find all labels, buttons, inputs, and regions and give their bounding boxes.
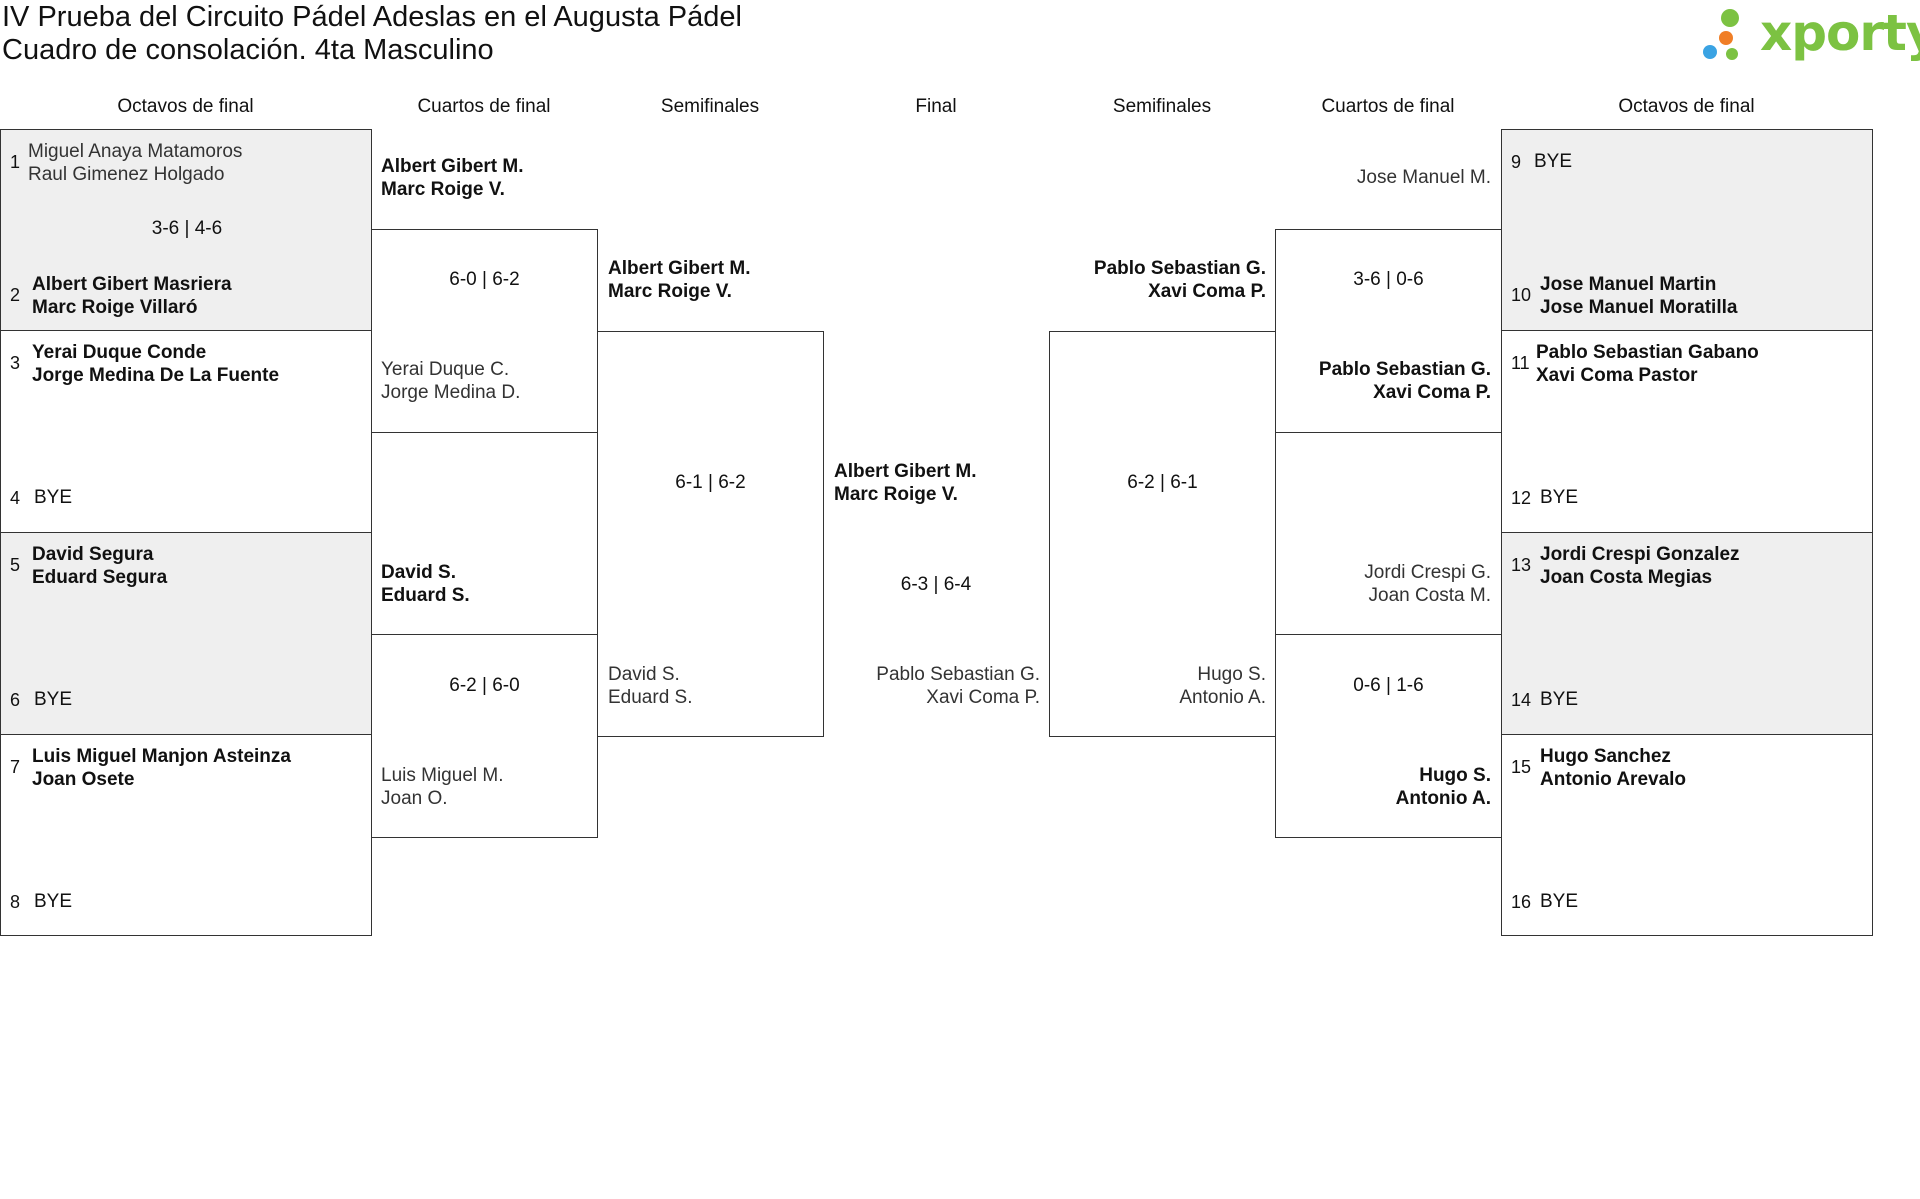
team-player-name: Hugo S. bbox=[1197, 664, 1266, 685]
team-player-name: BYE bbox=[1540, 689, 1579, 710]
col-header-left-r16: Octavos de final bbox=[117, 96, 254, 117]
match-score: 6-0 | 6-2 bbox=[449, 269, 520, 290]
team-player-name: Jordi Crespi Gonzalez bbox=[1540, 544, 1740, 565]
match-box-left-r16-2: 3 Yerai Duque Conde Jorge Medina De La F… bbox=[0, 330, 372, 533]
team-player-name: David Segura bbox=[32, 544, 154, 565]
team-player-name: Marc Roige V. bbox=[608, 281, 732, 302]
page-subtitle: Cuadro de consolación. 4ta Masculino bbox=[2, 34, 494, 66]
match-box-right-sf bbox=[1049, 331, 1276, 737]
logo-dots-icon bbox=[1703, 9, 1739, 60]
team-player-name: Albert Gibert M. bbox=[381, 156, 524, 177]
seed-number: 2 bbox=[10, 285, 21, 305]
match-box-left-r16-3: 5 David Segura Eduard Segura 6 BYE bbox=[0, 532, 372, 735]
team-player-name: Jose Manuel Moratilla bbox=[1540, 297, 1738, 318]
team-player-name: Antonio A. bbox=[1179, 687, 1266, 708]
col-header-left-qf: Cuartos de final bbox=[417, 96, 551, 117]
match-score: 6-2 | 6-0 bbox=[449, 675, 520, 696]
team-player-name: Jordi Crespi G. bbox=[1364, 562, 1491, 583]
team-player-name: Yerai Duque Conde bbox=[32, 342, 207, 363]
team-player-name: Xavi Coma Pastor bbox=[1536, 365, 1698, 386]
col-header-final: Final bbox=[915, 96, 957, 117]
team-player-name: Hugo Sanchez bbox=[1540, 746, 1671, 767]
team-player-name: Joan O. bbox=[381, 788, 448, 809]
seed-number: 8 bbox=[10, 892, 21, 912]
team-player-name: Hugo S. bbox=[1419, 765, 1491, 786]
match-box-left-r16-1: 1 Miguel Anaya Matamoros Raul Gimenez Ho… bbox=[0, 129, 372, 331]
seed-number: 1 bbox=[10, 152, 21, 172]
team-player-name: BYE bbox=[34, 891, 73, 912]
match-box-right-r16-3: 13 Jordi Crespi Gonzalez Joan Costa Megi… bbox=[1501, 532, 1873, 735]
match-score: 0-6 | 1-6 bbox=[1353, 675, 1424, 696]
seed-number: 13 bbox=[1511, 555, 1532, 575]
seed-number: 14 bbox=[1511, 690, 1532, 710]
team-player-name: BYE bbox=[1540, 891, 1579, 912]
team-player-name: Pablo Sebastian Gabano bbox=[1536, 342, 1759, 363]
seed-number: 7 bbox=[10, 757, 21, 777]
team-player-name: Marc Roige Villaró bbox=[32, 297, 198, 318]
xporty-logo[interactable]: xporty bbox=[1698, 2, 1920, 68]
seed-number: 12 bbox=[1511, 488, 1532, 508]
col-header-right-r16: Octavos de final bbox=[1618, 96, 1755, 117]
team-player-name: Eduard Segura bbox=[32, 567, 168, 588]
seed-number: 16 bbox=[1511, 892, 1532, 912]
match-box-right-r16-4: 15 Hugo Sanchez Antonio Arevalo 16 BYE bbox=[1501, 734, 1873, 936]
team-player-name: Xavi Coma P. bbox=[1373, 382, 1491, 403]
team-player-name: Eduard S. bbox=[381, 585, 470, 606]
team-player-name: Albert Gibert Masriera bbox=[32, 274, 232, 295]
team-player-name: Antonio Arevalo bbox=[1540, 769, 1687, 790]
team-player-name: Antonio A. bbox=[1395, 788, 1491, 809]
seed-number: 6 bbox=[10, 690, 21, 710]
page-title: IV Prueba del Circuito Pádel Adeslas en … bbox=[2, 1, 742, 33]
team-player-name: Xavi Coma P. bbox=[1148, 281, 1266, 302]
final-score: 6-3 | 6-4 bbox=[900, 574, 972, 595]
team-player-name: Jorge Medina De La Fuente bbox=[32, 365, 280, 386]
seed-number: 5 bbox=[10, 555, 21, 575]
match-box-left-sf bbox=[597, 331, 824, 737]
team-player-name: BYE bbox=[34, 487, 73, 508]
team-player-name: Joan Costa Megias bbox=[1540, 567, 1713, 588]
team-player-name: Joan Osete bbox=[32, 769, 135, 790]
team-player-name: Pablo Sebastian G. bbox=[876, 664, 1040, 685]
match-score: 6-1 | 6-2 bbox=[675, 472, 746, 493]
team-player-name: Xavi Coma P. bbox=[926, 687, 1040, 708]
team-player-name: Pablo Sebastian G. bbox=[1318, 359, 1491, 380]
seed-number: 15 bbox=[1511, 757, 1532, 777]
champion-name: Albert Gibert M. bbox=[834, 461, 977, 482]
team-player-name: BYE bbox=[1540, 487, 1579, 508]
team-player-name: David S. bbox=[381, 562, 456, 583]
seed-number: 4 bbox=[10, 488, 21, 508]
team-player-name: Pablo Sebastian G. bbox=[1093, 258, 1266, 279]
team-player-name: Miguel Anaya Matamoros bbox=[28, 141, 243, 162]
col-header-right-qf: Cuartos de final bbox=[1321, 96, 1455, 117]
team-player-name: Albert Gibert M. bbox=[608, 258, 751, 279]
match-score: 3-6 | 4-6 bbox=[151, 218, 223, 239]
seed-number: 11 bbox=[1511, 353, 1530, 373]
team-player-name: Luis Miguel M. bbox=[381, 765, 504, 786]
match-score: 6-2 | 6-1 bbox=[1127, 472, 1198, 493]
seed-number: 3 bbox=[10, 353, 21, 373]
team-player-name: BYE bbox=[34, 689, 73, 710]
col-header-right-sf: Semifinales bbox=[1112, 96, 1212, 117]
team-player-name: Marc Roige V. bbox=[381, 179, 505, 200]
match-score: 3-6 | 0-6 bbox=[1353, 269, 1424, 290]
seed-number: 10 bbox=[1511, 285, 1532, 305]
team-player-name: Jorge Medina D. bbox=[381, 382, 521, 403]
logo-text: xporty bbox=[1760, 4, 1920, 62]
match-box-left-r16-4: 7 Luis Miguel Manjon Asteinza Joan Osete… bbox=[0, 734, 372, 936]
col-header-left-sf: Semifinales bbox=[660, 96, 760, 117]
team-player-name: Jose Manuel M. bbox=[1356, 167, 1491, 188]
seed-number: 9 bbox=[1511, 152, 1522, 172]
team-player-name: Luis Miguel Manjon Asteinza bbox=[32, 746, 291, 767]
match-box-right-r16-2: 11 Pablo Sebastian Gabano Xavi Coma Past… bbox=[1501, 330, 1873, 533]
team-player-name: David S. bbox=[608, 664, 680, 685]
team-player-name: Joan Costa M. bbox=[1368, 585, 1492, 606]
match-box-right-r16-1: 9 BYE 10 Jose Manuel Martin Jose Manuel … bbox=[1501, 129, 1873, 331]
team-player-name: Yerai Duque C. bbox=[381, 359, 510, 380]
team-player-name: Raul Gimenez Holgado bbox=[28, 164, 225, 185]
champion-name: Marc Roige V. bbox=[834, 484, 958, 505]
team-player-name: Eduard S. bbox=[608, 687, 693, 708]
team-player-name: Jose Manuel Martin bbox=[1540, 274, 1717, 295]
team-player-name: BYE bbox=[1534, 151, 1573, 172]
